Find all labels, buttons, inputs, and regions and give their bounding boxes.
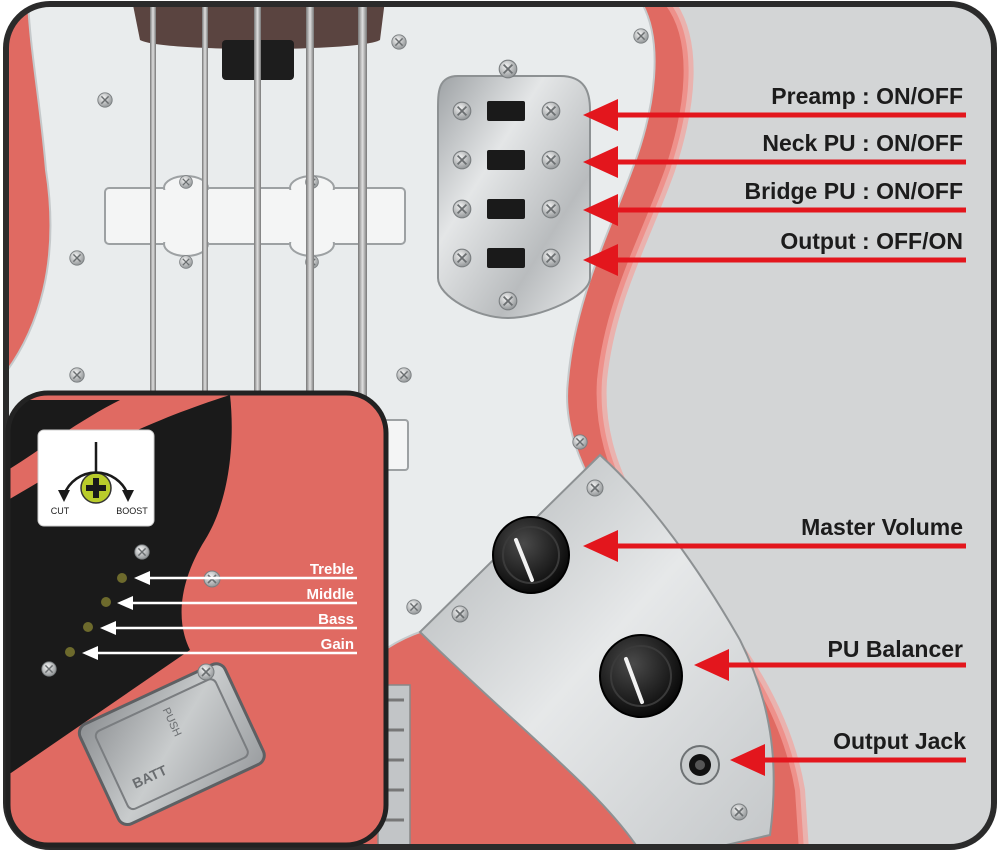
- middle-trim[interactable]: [101, 597, 111, 607]
- treble-label: Treble: [310, 561, 354, 578]
- output-label: Output : OFF/ON: [780, 228, 963, 254]
- treble-trim[interactable]: [117, 573, 127, 583]
- preamp-label: Preamp : ON/OFF: [771, 83, 963, 109]
- switch-plate: [437, 59, 591, 320]
- battery-cover[interactable]: PUSH BATT: [76, 660, 267, 827]
- gain-trim[interactable]: [65, 647, 75, 657]
- bass-trim[interactable]: [83, 622, 93, 632]
- bridge-pu-label: Bridge PU : ON/OFF: [745, 178, 964, 204]
- bass-label: Bass: [318, 611, 354, 628]
- pu-balancer-label: PU Balancer: [827, 636, 963, 662]
- output-jack[interactable]: [680, 745, 720, 785]
- cut-boost-legend: CUT BOOST: [37, 429, 155, 527]
- rotation-arc-icon: [62, 471, 130, 496]
- neck-pu-label: Neck PU : ON/OFF: [762, 130, 963, 156]
- boost-text: BOOST: [116, 506, 148, 516]
- switch-arrows: [583, 99, 966, 276]
- master-volume-label: Master Volume: [801, 514, 963, 540]
- output-jack-label: Output Jack: [833, 728, 966, 754]
- cut-text: CUT: [51, 506, 70, 516]
- trim-labels: Treble Middle Bass Gain: [307, 561, 355, 653]
- bridge-pu-switch[interactable]: [487, 199, 525, 219]
- frame-border: [3, 1, 997, 850]
- output-switch[interactable]: [487, 248, 525, 268]
- neck-pu-switch[interactable]: [487, 150, 525, 170]
- pu-balancer-knob[interactable]: [599, 634, 683, 718]
- callout-labels: Preamp : ON/OFF Neck PU : ON/OFF Bridge …: [745, 83, 967, 754]
- knob-arrows: [583, 530, 966, 776]
- preamp-switch[interactable]: [487, 101, 525, 121]
- boost-arrow-icon: [122, 490, 134, 502]
- strings: [150, 4, 367, 440]
- trim-arrows: [82, 571, 357, 660]
- middle-label: Middle: [307, 586, 355, 603]
- master-volume-knob[interactable]: [492, 516, 570, 594]
- gain-label: Gain: [321, 636, 354, 653]
- cut-arrow-icon: [58, 490, 70, 502]
